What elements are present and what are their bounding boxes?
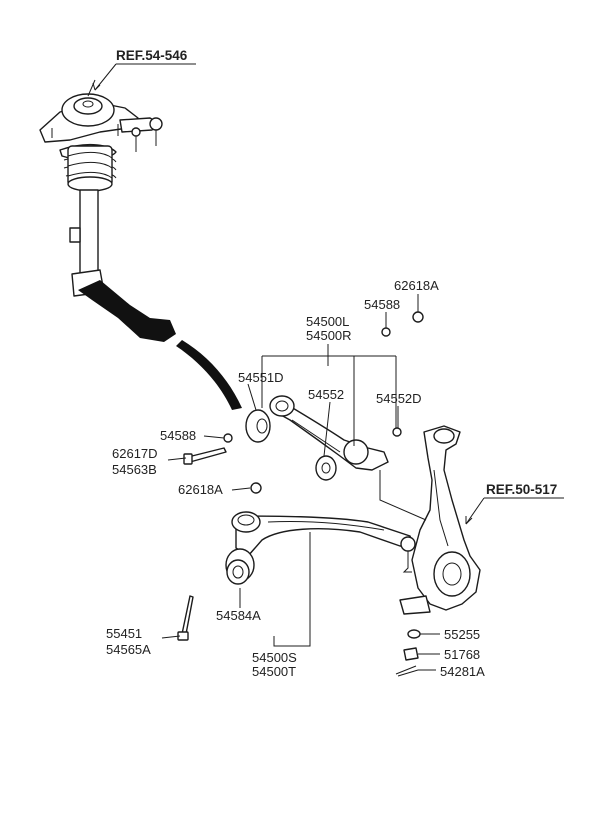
assembly-arrow bbox=[176, 340, 242, 410]
drive-shaft bbox=[78, 280, 176, 342]
lower-arm bbox=[225, 511, 416, 585]
label-54551D: 54551D bbox=[238, 370, 284, 385]
label-54588-left: 54588 bbox=[160, 428, 196, 443]
ref-knuckle-label[interactable]: REF.50-517 bbox=[486, 482, 557, 497]
label-62618A-mid: 62618A bbox=[178, 482, 223, 497]
label-62617D: 62617D bbox=[112, 446, 158, 461]
label-51768: 51768 bbox=[444, 647, 480, 662]
label-54552D: 54552D bbox=[376, 391, 422, 406]
washer-54588-left bbox=[223, 433, 233, 443]
nut-55255 bbox=[407, 629, 421, 639]
labels: REF.54-546 REF.50-517 62618A 54588 54500… bbox=[106, 48, 557, 679]
label-54563B: 54563B bbox=[112, 462, 157, 477]
label-54500S: 54500S bbox=[252, 650, 297, 665]
upper-arm bbox=[245, 395, 402, 481]
cotter-pin-54281A bbox=[395, 665, 419, 677]
label-54500L: 54500L bbox=[306, 314, 349, 329]
nut-62618A-mid bbox=[250, 482, 262, 494]
label-55451: 55451 bbox=[106, 626, 142, 641]
label-54500T: 54500T bbox=[252, 664, 296, 679]
label-54500R: 54500R bbox=[306, 328, 352, 343]
bolt-54563B bbox=[187, 447, 227, 463]
label-62618A-top: 62618A bbox=[394, 278, 439, 293]
label-55255: 55255 bbox=[444, 627, 480, 642]
bolt-54565A bbox=[181, 595, 194, 635]
leader-lines bbox=[92, 63, 564, 671]
nut-62618A-top bbox=[412, 311, 424, 323]
steering-knuckle bbox=[399, 425, 481, 615]
nut-54588-top bbox=[381, 327, 391, 337]
ref-strut-label[interactable]: REF.54-546 bbox=[116, 48, 188, 63]
strut-assembly bbox=[39, 79, 163, 297]
nut-51768 bbox=[403, 647, 419, 661]
label-54552: 54552 bbox=[308, 387, 344, 402]
label-54281A: 54281A bbox=[440, 664, 485, 679]
label-54565A: 54565A bbox=[106, 642, 151, 657]
label-54588-top: 54588 bbox=[364, 297, 400, 312]
label-54584A: 54584A bbox=[216, 608, 261, 623]
